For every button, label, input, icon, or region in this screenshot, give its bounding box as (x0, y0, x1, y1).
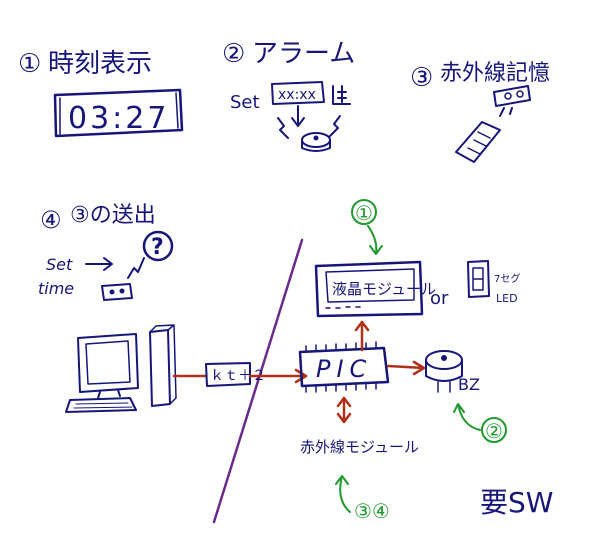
callout-2-circle (481, 417, 507, 443)
buzz-left-icon (277, 117, 289, 139)
pic-ir-bidirectional-arrow (336, 396, 352, 424)
or-text: or (430, 288, 449, 309)
feature-2-label: アラーム (252, 39, 355, 69)
pc-monitor (77, 333, 139, 393)
question-mark: ? (151, 235, 164, 260)
callout-1: ① (351, 199, 383, 255)
pc-monitor-screen (85, 340, 131, 385)
pc-monitor-stand (97, 389, 121, 399)
lcd-module-pins (325, 306, 361, 309)
buzzer-center (441, 355, 447, 361)
clock-display-frame (53, 88, 184, 138)
feature-4-ir-send: ④ ③の送出 Set time ? (38, 203, 174, 301)
feature-1-clock: ① 時刻表示 03:27 (18, 49, 184, 138)
feature-3-ir-memory: ③ 赤外線記憶 (410, 61, 550, 163)
seven-seg-text-1: 7セグ (494, 272, 520, 285)
lcd-module-board (314, 260, 424, 318)
pc-keyboard (65, 397, 137, 413)
callout-2: ② (453, 403, 507, 443)
buzzer-label: BZ (458, 375, 480, 394)
pc-tower (149, 329, 171, 407)
feature-1-number: ① (18, 49, 41, 79)
buzzer-legs (437, 381, 451, 393)
need-switch-text: 要SW (480, 486, 553, 519)
ir-receiver-led-1 (504, 92, 512, 100)
feature-3-label: 赤外線記憶 (440, 61, 550, 86)
ir-signal-lines (499, 107, 513, 117)
ir-receiver-icon (493, 85, 531, 107)
ir-sender-led-1 (109, 289, 115, 295)
remote-control-buttons (467, 131, 491, 155)
seven-seg-text-2: LED (496, 292, 518, 305)
callout-3-4-numbers: ③④ (354, 499, 390, 523)
seven-seg-digit (472, 267, 484, 291)
callout-3-4-arrow (335, 475, 351, 513)
ir-sender-led-2 (119, 288, 125, 294)
alarm-down-arrow (291, 105, 305, 127)
set-time-text-1: Set (46, 255, 73, 274)
callout-2-number: ② (485, 419, 503, 443)
feature-1-label: 時刻表示 (48, 49, 152, 79)
buzzer-icon-base (301, 139, 331, 152)
alarm-set-value: xx:xx (278, 87, 316, 103)
remote-control-icon (455, 121, 501, 163)
pc-computer (65, 324, 177, 413)
feature-2-number: ② (222, 39, 245, 69)
feature-4-label: ③の送出 (70, 203, 156, 228)
pic-to-buzzer-arrow (386, 360, 426, 376)
lcd-module-text: 液晶モジュール (332, 280, 436, 298)
feature-4-number: ④ (40, 206, 62, 234)
feature-2-alarm: ② アラーム Set xx:xx (222, 39, 355, 152)
callout-1-number: ① (355, 201, 373, 225)
set-time-arrow (85, 257, 113, 271)
pic-label: PIC (316, 355, 372, 383)
buzzer: BZ (386, 350, 480, 394)
pic-to-lcd-arrow (354, 320, 370, 352)
question-bubble (142, 230, 174, 262)
callout-1-circle (351, 199, 377, 225)
alarm-set-text: Set (230, 92, 260, 113)
buzzer-body (425, 359, 463, 382)
buzzer-icon-center (313, 135, 319, 141)
clock-display-inner (59, 92, 179, 135)
seven-seg-led-icon (467, 260, 490, 298)
ir-receiver-led-2 (516, 90, 524, 98)
lcd-module-screen (325, 268, 415, 303)
pc-keyboard-keys (73, 402, 133, 409)
pic-chip: PIC (298, 341, 390, 393)
callout-3-4: ③④ (335, 475, 390, 523)
pic-chip-pins (305, 341, 377, 393)
callout-2-arrow (453, 403, 481, 431)
feature-3-number: ③ (410, 63, 433, 93)
clock-time-readout: 03:27 (68, 101, 169, 136)
diagonal-divider (212, 238, 304, 524)
ir-send-signal (127, 257, 145, 279)
set-time-text-2: time (38, 279, 74, 298)
pc-tower-side (149, 324, 177, 405)
alarm-set-box (271, 81, 325, 105)
callout-1-arrow (367, 225, 383, 255)
buzz-right-icon (329, 115, 341, 137)
ir-module-label: 赤外線モジュール (300, 438, 419, 456)
interface-box (205, 362, 251, 387)
lcd-module: 液晶モジュール or 7セグ LED (314, 260, 520, 318)
ir-sender-icon (101, 283, 133, 301)
interface-label: ｋｔ＋２ (210, 368, 266, 384)
alarm-clock-icon (332, 85, 351, 105)
interface-to-pic-arrow (248, 368, 308, 384)
